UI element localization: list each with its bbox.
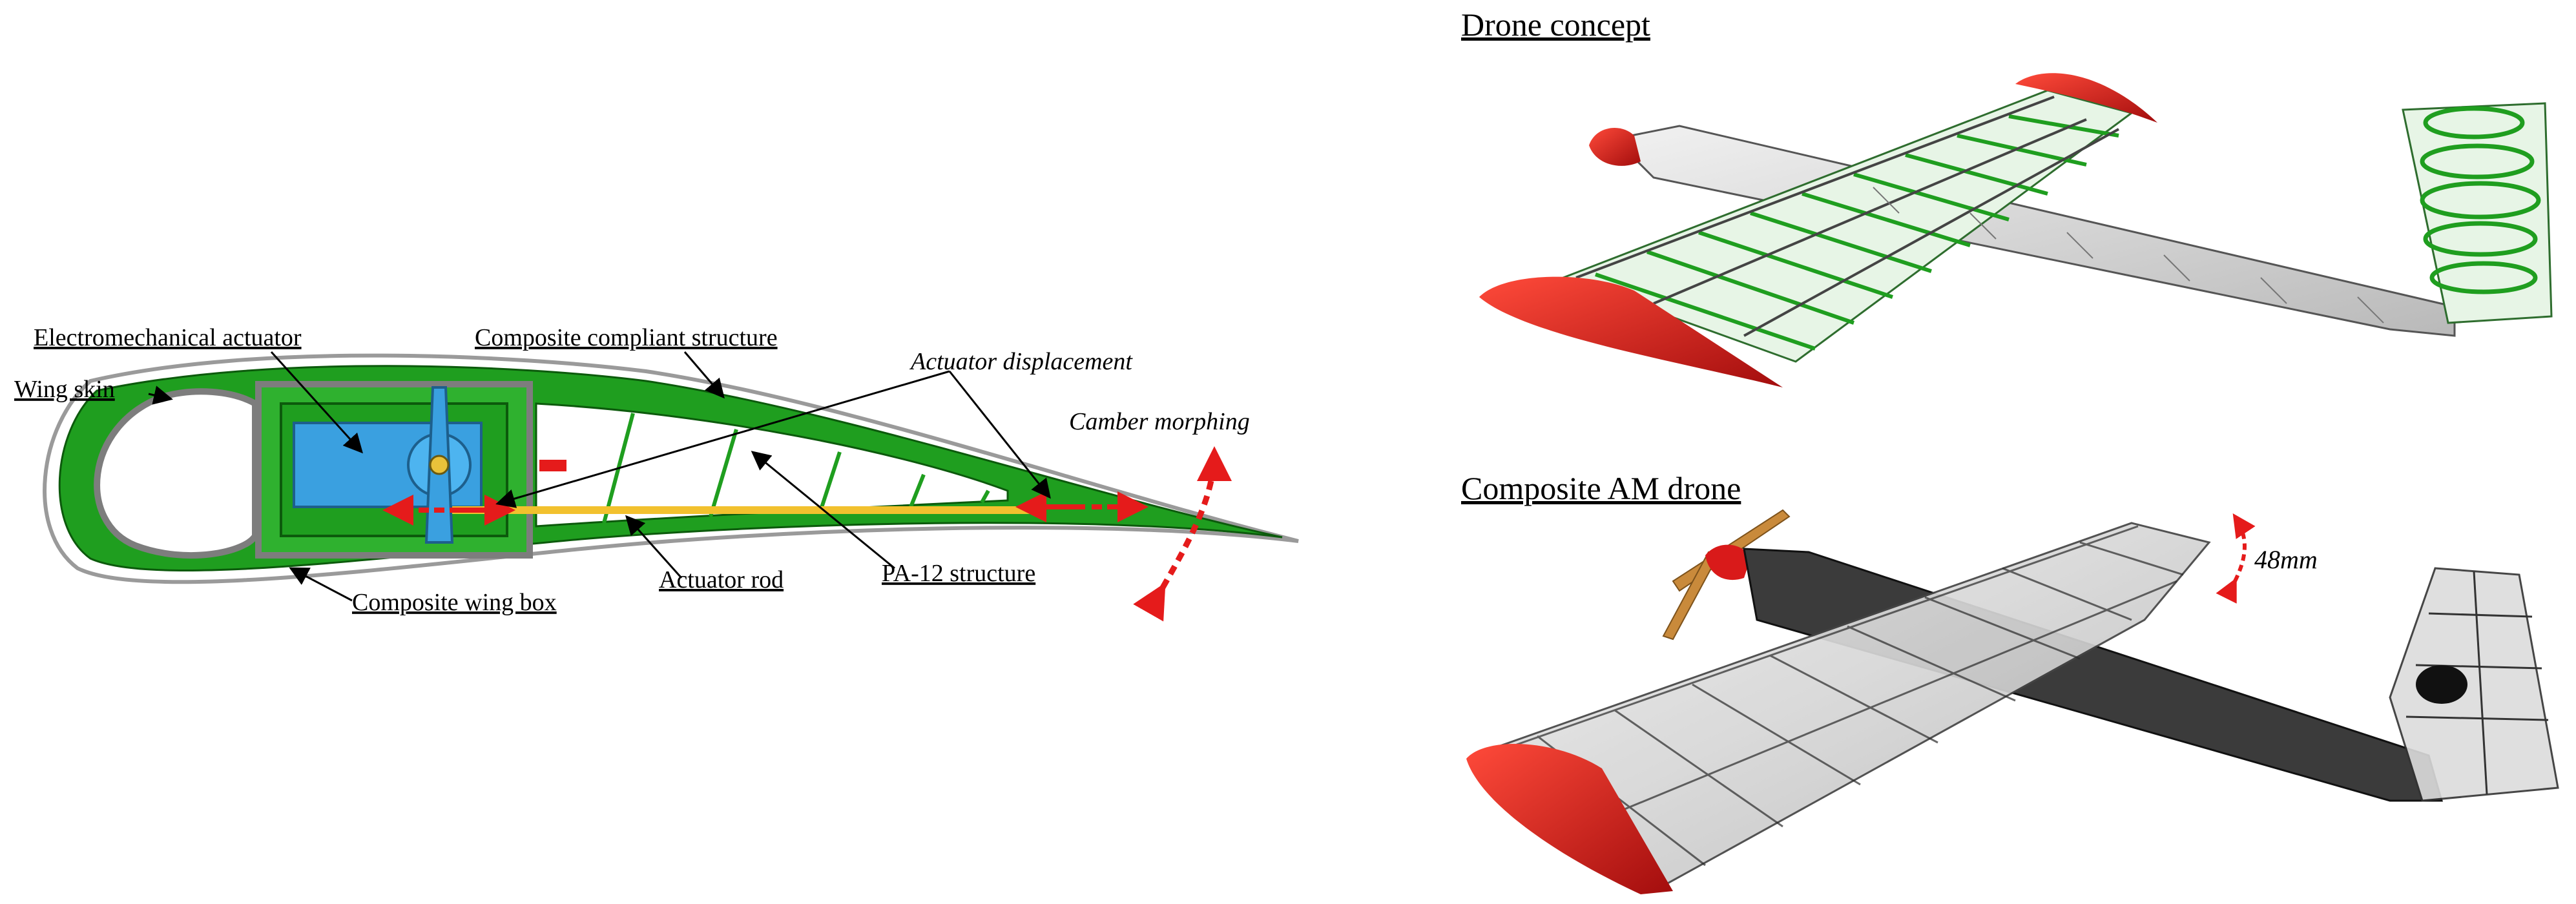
displacement-arrows bbox=[382, 491, 1148, 526]
wing-skin-outline bbox=[43, 353, 1299, 584]
concept-nose-cone bbox=[1589, 128, 1641, 166]
concept-wing-ribs bbox=[1595, 114, 2119, 351]
composite-am-drone-panel: Composite AM drone bbox=[1461, 470, 2559, 894]
label-actuator-rod: Actuator rod bbox=[659, 566, 784, 593]
label-composite-wing-box: Composite wing box bbox=[352, 589, 557, 616]
drone-concept-title: Drone concept bbox=[1461, 6, 1650, 43]
concept-wingtip-left bbox=[1479, 276, 1783, 387]
composite-am-drone-title: Composite AM drone bbox=[1461, 470, 1741, 506]
concept-wingtip-right bbox=[2015, 73, 2157, 123]
servo-hub bbox=[429, 455, 450, 475]
drone-concept-panel: Drone concept bbox=[1461, 6, 2553, 387]
label-electromechanical-actuator: Electromechanical actuator bbox=[34, 324, 302, 351]
servo-connector bbox=[539, 460, 566, 471]
label-composite-compliant-structure: Composite compliant structure bbox=[475, 324, 778, 351]
label-actuator-displacement: Actuator displacement bbox=[909, 348, 1133, 375]
concept-wing-spars bbox=[1575, 96, 2119, 337]
concept-fuselage-truss bbox=[1873, 187, 2384, 324]
am-wingtip bbox=[1466, 744, 1673, 894]
am-wing-lattice bbox=[1485, 525, 2184, 867]
label-wing-skin: Wing skin bbox=[14, 376, 115, 403]
leader-lines bbox=[148, 351, 1051, 602]
leading-edge-cavity bbox=[94, 388, 258, 559]
am-vertical-tail bbox=[2389, 567, 2559, 802]
am-deflection-arrow bbox=[2216, 513, 2256, 604]
camber-morphing-arrow bbox=[1133, 446, 1232, 622]
label-camber-morphing: Camber morphing bbox=[1069, 408, 1250, 435]
concept-tail-ribs bbox=[2420, 106, 2541, 294]
airfoil-section: Electromechanical actuator Composite com… bbox=[14, 324, 1299, 622]
am-nose bbox=[1705, 544, 1750, 580]
am-tail-fairing bbox=[2416, 665, 2467, 704]
am-deflection-label: 48mm bbox=[2254, 545, 2318, 574]
label-pa12-structure: PA-12 structure bbox=[882, 560, 1035, 587]
